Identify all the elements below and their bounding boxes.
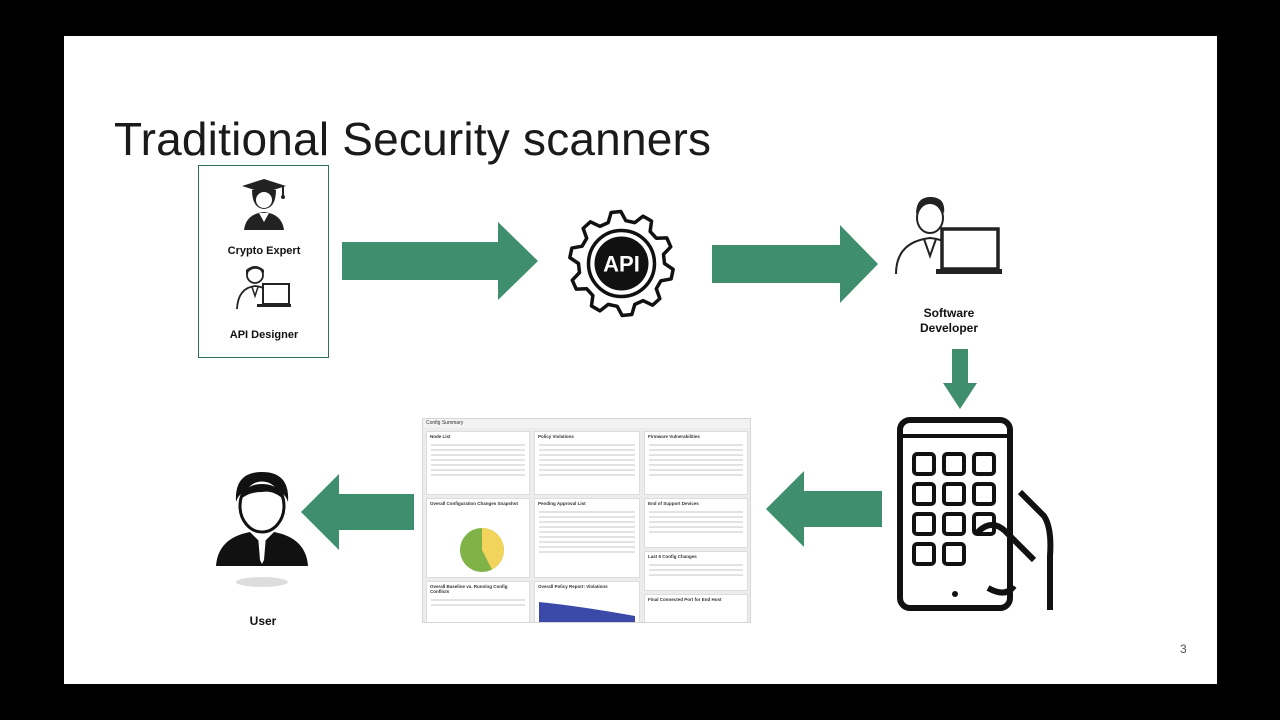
slide-title: Traditional Security scanners: [114, 113, 712, 165]
dashboard-header: Config Summary: [423, 419, 750, 428]
dashboard-panel-last-config-changes: Last 5 Config Changes: [644, 551, 748, 591]
keypad-key: [942, 482, 966, 506]
dashboard-panel-node-list: Node List: [426, 431, 530, 495]
arrow-right-1: [342, 222, 538, 300]
keypad-key: [912, 452, 936, 476]
arrow-right-2: [712, 225, 878, 303]
dashboard-screenshot: Config Summary Node List Policy Violatio…: [422, 418, 751, 623]
dashboard-panel-pending-approval: Pending Approval List: [534, 498, 640, 578]
dashboard-area-chart: [539, 602, 635, 622]
keypad-key: [942, 512, 966, 536]
mobile-phone-icon: [897, 417, 1054, 611]
roles-box: [198, 165, 329, 358]
crypto-expert-label: Crypto Expert: [227, 245, 301, 257]
slide: Traditional Security scanners Crypto Exp…: [64, 36, 1217, 684]
user-label: User: [249, 614, 277, 628]
page-number: 3: [1180, 642, 1187, 656]
keypad-key: [912, 512, 936, 536]
dashboard-panel-policy-violations: Policy Violations: [534, 431, 640, 495]
api-designer-icon: [236, 266, 291, 310]
keypad-key: [912, 542, 936, 566]
api-designer-label: API Designer: [229, 329, 299, 341]
dashboard-panel-end-of-support: End of Support Devices: [644, 498, 748, 548]
keypad-key: [912, 482, 936, 506]
keypad-key: [972, 452, 996, 476]
arrow-left-2: [301, 474, 414, 550]
api-gear-text: API: [603, 252, 640, 277]
user-icon: [216, 472, 308, 587]
arrow-left-1: [766, 471, 882, 547]
api-gear-icon: API: [568, 209, 675, 318]
keypad-key: [942, 542, 966, 566]
dashboard-panel-firmware-vulnerabilities: Firmware Vulnerabilities: [644, 431, 748, 495]
software-developer-label-line2: Developer: [919, 321, 979, 335]
arrow-down: [943, 349, 977, 409]
software-developer-label-line1: Software: [923, 306, 975, 320]
dashboard-panel-policy-report: Overall Policy Report: Violations: [534, 581, 640, 622]
dashboard-panel-config-changes-snapshot: Overall Configuration Changes Snapshot: [426, 498, 530, 578]
software-developer-icon: [895, 196, 1002, 275]
dashboard-panel-baseline-conflicts: Overall Baseline vs. Running Config Conf…: [426, 581, 530, 622]
crypto-expert-icon: [242, 179, 286, 230]
dashboard-pie-chart: [460, 528, 505, 572]
keypad-key: [942, 452, 966, 476]
dashboard-panel-final-connected-port: Final Connected Port for End Host: [644, 594, 748, 622]
keypad-key: [972, 482, 996, 506]
